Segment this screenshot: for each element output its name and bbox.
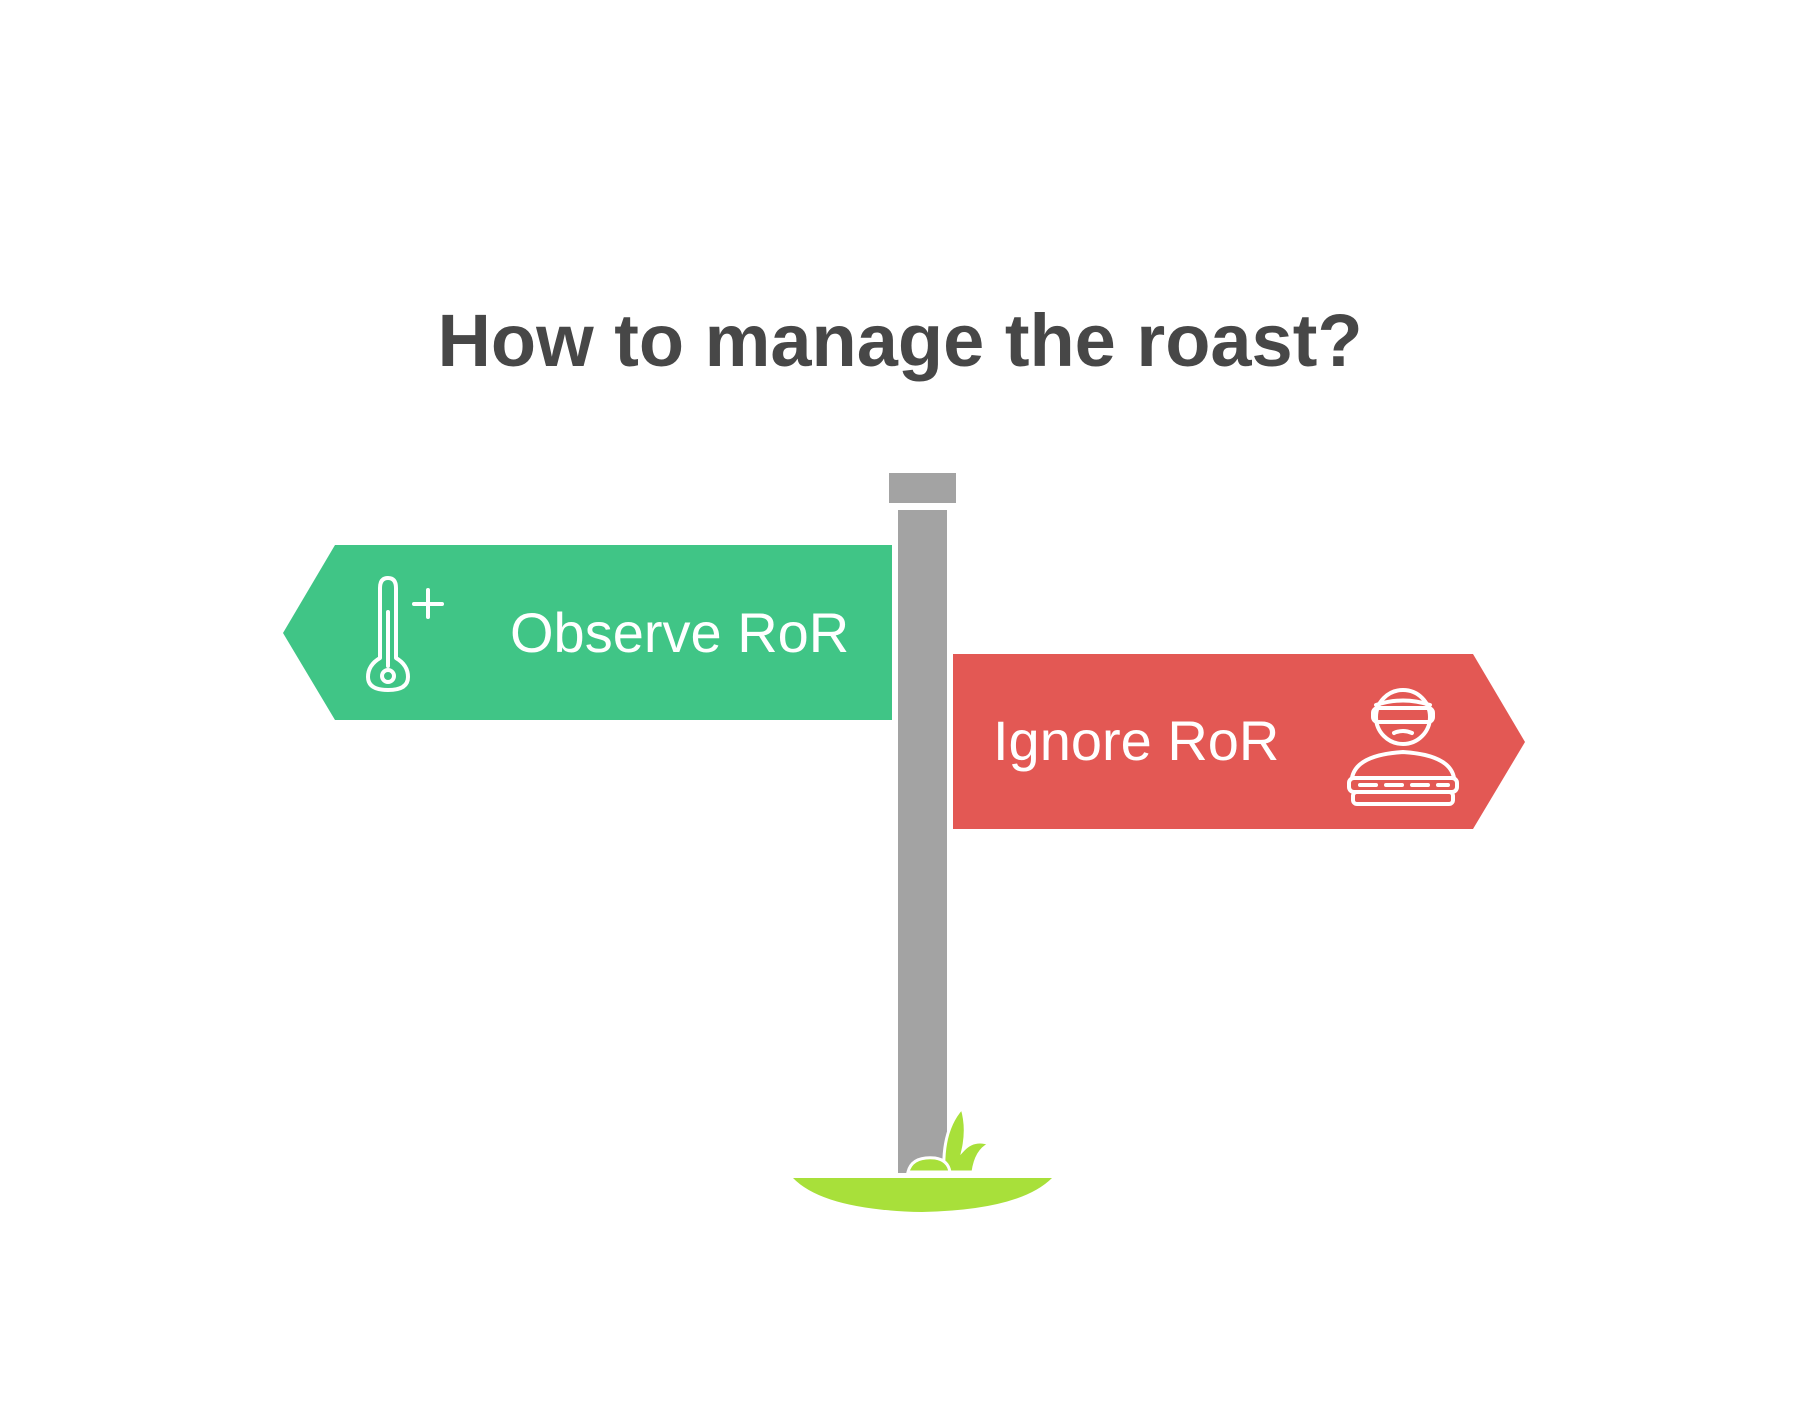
right-sign-label: Ignore RoR bbox=[993, 709, 1280, 772]
masked-person-icon bbox=[1347, 688, 1459, 806]
left-sign-label: Observe RoR bbox=[510, 601, 850, 664]
grass-ground bbox=[793, 1178, 1052, 1212]
diagram-title: How to manage the roast? bbox=[437, 299, 1363, 382]
post-cap bbox=[889, 473, 956, 503]
left-sign-board bbox=[283, 545, 892, 720]
post-pole bbox=[898, 510, 947, 1173]
thermometer-plus-icon bbox=[366, 576, 444, 692]
grass-tuft bbox=[906, 1105, 995, 1174]
